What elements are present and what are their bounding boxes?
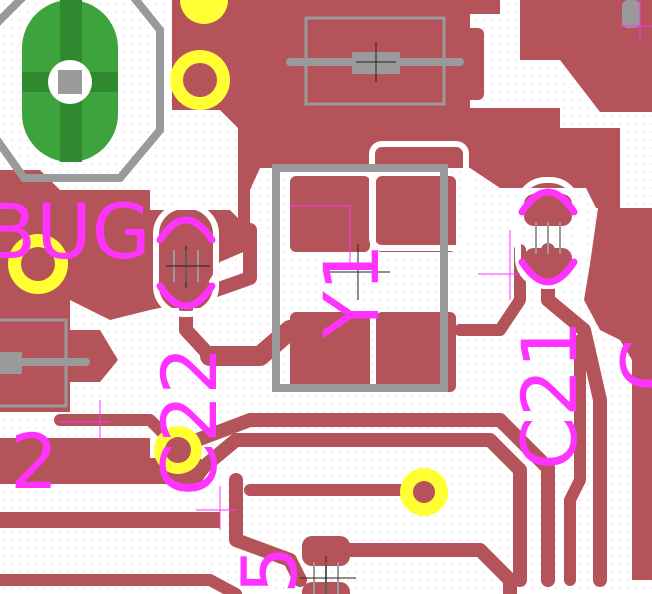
- via-4[interactable]: [400, 468, 448, 516]
- clearance-c21: [515, 177, 581, 289]
- pad-layer: [0, 28, 572, 594]
- pad-y1-4: [376, 312, 456, 392]
- copper-pour-left-lower: [0, 438, 210, 484]
- through-hole-octagon: [0, 0, 164, 182]
- through-hole-center-mark: [58, 70, 82, 94]
- trace-e: [193, 433, 527, 587]
- label-two: 2: [10, 417, 58, 506]
- via-layer: [8, 0, 448, 516]
- through-hole-pad: [0, 0, 164, 182]
- trace-d: [169, 413, 555, 587]
- pad-top-left: [260, 28, 304, 100]
- via-5[interactable]: [180, 0, 228, 24]
- copper-pour-bottom-left: [0, 512, 220, 528]
- pad-c21-2: [524, 248, 572, 280]
- label-c-right: C: [605, 339, 652, 392]
- via-1[interactable]: [170, 50, 230, 110]
- silk-c21-arc-bottom: [518, 258, 578, 286]
- trace-j: [564, 334, 586, 586]
- trace-k: [454, 244, 526, 336]
- label-bug: BUG: [0, 187, 151, 276]
- silkscreen-graphics: [156, 188, 578, 310]
- pad-y1-1: [290, 176, 370, 252]
- clearance-y1-pads: [369, 141, 469, 251]
- silk-c22-arc-top: [156, 216, 216, 244]
- copper-pour-top-right: [520, 0, 652, 112]
- label-c22: C22: [145, 346, 234, 496]
- trace-h: [0, 574, 242, 594]
- trace-g: [323, 543, 517, 594]
- label-five: 5: [225, 546, 314, 594]
- pad-c21-1: [524, 194, 572, 226]
- clearance-c22: [153, 203, 219, 317]
- pad-y1-3: [290, 312, 370, 392]
- crosshair-layer: [166, 42, 396, 594]
- pad-y1-2: [376, 176, 456, 252]
- label-c21: C21: [505, 320, 594, 470]
- via-3[interactable]: [154, 426, 202, 474]
- silk-c22-arc-bottom: [156, 282, 216, 310]
- copper-pour-right: [584, 208, 652, 580]
- outline-y1-crystal: [272, 164, 448, 392]
- pad-c22-1: [162, 222, 210, 254]
- outline-left-pad: [0, 352, 22, 374]
- via-2[interactable]: [8, 234, 68, 294]
- outline-top-right-pin: [622, 0, 640, 28]
- copper-pour-middle: [238, 128, 620, 230]
- pad-c-bottom-1: [302, 536, 350, 566]
- silk-c21-arc-top: [518, 188, 578, 216]
- label-y1: Y1: [307, 243, 396, 339]
- clearance-layer: [153, 141, 581, 317]
- crosshair-magenta: [60, 0, 652, 530]
